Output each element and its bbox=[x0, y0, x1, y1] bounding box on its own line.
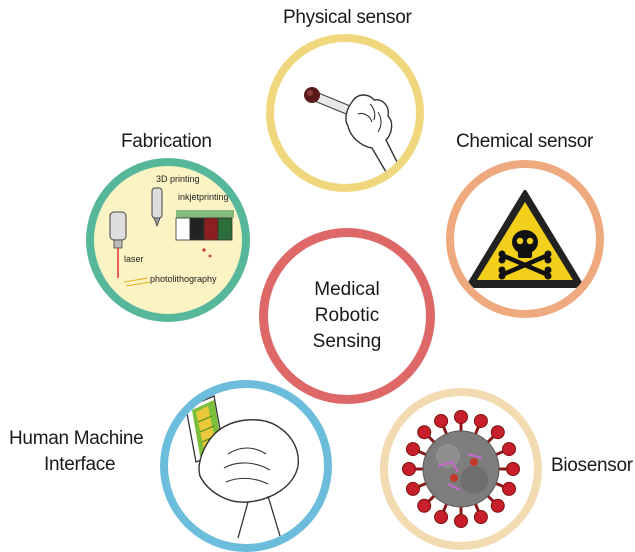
hmi-label-line2: Interface bbox=[44, 454, 116, 475]
virus-spike-head bbox=[473, 413, 488, 428]
hmi-node bbox=[160, 380, 332, 552]
virus-spike-head bbox=[502, 481, 517, 496]
virus-spike-head bbox=[490, 425, 505, 440]
virus-icon bbox=[402, 410, 520, 528]
fabrication-label: Fabrication bbox=[121, 131, 212, 152]
center-title: Medical Robotic Sensing bbox=[259, 277, 435, 355]
hmi-label-line1: Human Machine bbox=[9, 428, 144, 449]
virus-spike-head bbox=[490, 498, 505, 513]
photolithography-text: photolithography bbox=[150, 274, 217, 284]
laser-text: laser bbox=[124, 254, 144, 264]
physical-sensor-node bbox=[266, 34, 424, 192]
center-line-3: Sensing bbox=[312, 331, 382, 352]
inkjet-printing-text: inkjetprinting bbox=[178, 192, 229, 202]
virus-spike-head bbox=[434, 510, 449, 525]
fabrication-node: 3D printing laser inkjetprinting photoli… bbox=[86, 158, 250, 322]
virus-spike-head bbox=[402, 462, 416, 476]
virus-spike-head bbox=[434, 413, 449, 428]
3d-printing-text: 3D printing bbox=[156, 174, 200, 184]
virus-spike-head bbox=[417, 425, 432, 440]
center-line-2: Robotic bbox=[314, 305, 380, 326]
biosensor-label: Biosensor bbox=[551, 455, 633, 476]
physical-sensor-label: Physical sensor bbox=[283, 7, 412, 28]
virus-spike-head bbox=[473, 510, 488, 525]
handshake-wearable-icon bbox=[185, 395, 299, 539]
center-node bbox=[259, 228, 435, 404]
virus-spike-head bbox=[454, 514, 468, 528]
virus-spike-head bbox=[506, 462, 520, 476]
virus-spike-head bbox=[405, 442, 420, 457]
virus-spike-head bbox=[405, 481, 420, 496]
virus-spike-head bbox=[502, 442, 517, 457]
biosensor-node bbox=[380, 388, 542, 550]
chemical-sensor-label: Chemical sensor bbox=[456, 131, 593, 152]
chemical-sensor-node bbox=[446, 160, 604, 318]
center-line-1: Medical bbox=[314, 279, 380, 300]
virus-spike-head bbox=[417, 498, 432, 513]
virus-spike-head bbox=[454, 410, 468, 424]
toxic-warning-icon bbox=[466, 190, 584, 288]
fabrication-tools-icon: 3D printing laser inkjetprinting photoli… bbox=[109, 174, 234, 287]
hand-pressing-sensor-icon bbox=[304, 87, 399, 173]
